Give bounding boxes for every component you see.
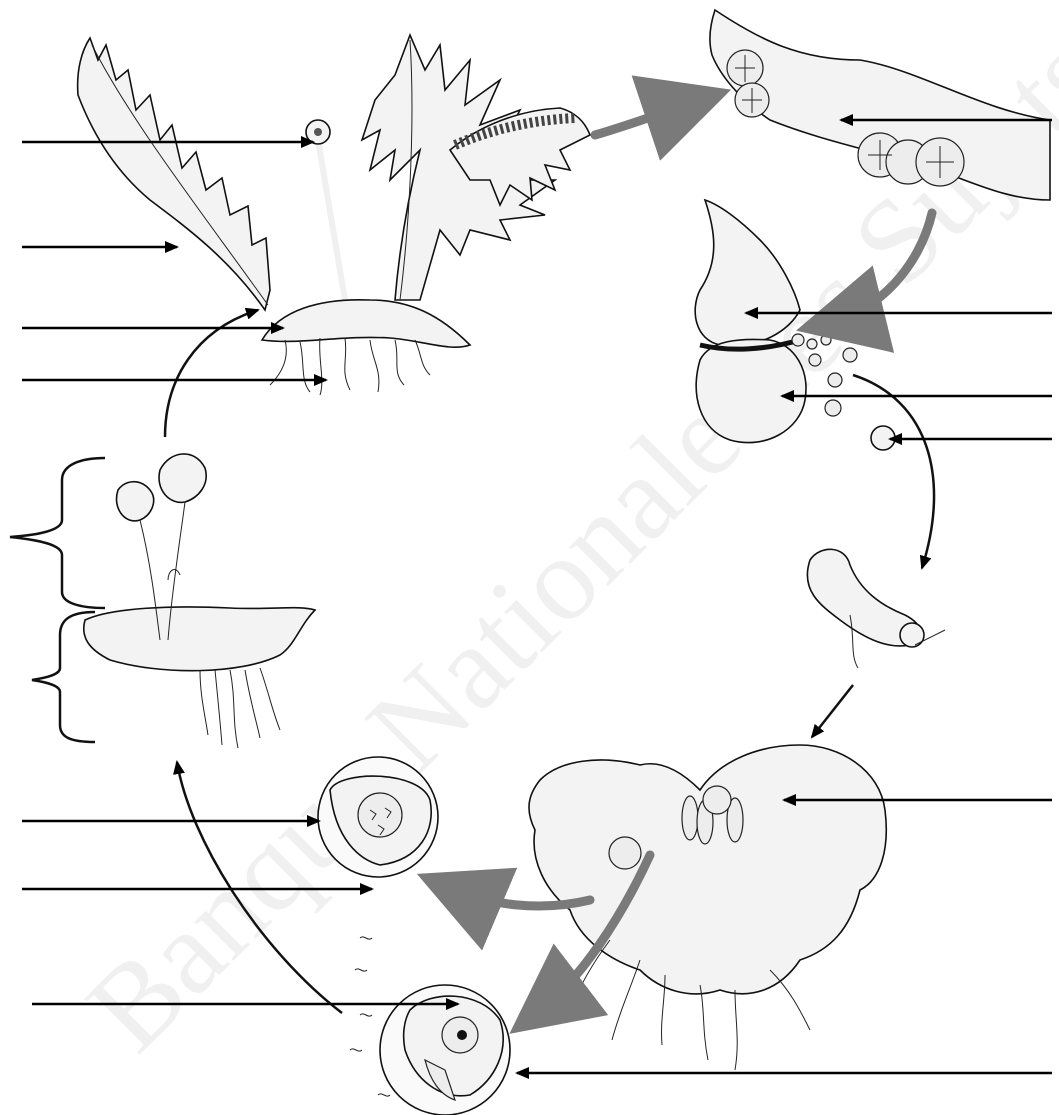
antheridium-closeup [318,757,438,877]
dehiscing-sporangium [695,200,895,450]
young-sporophyte [84,454,315,748]
fern-roots [270,338,430,395]
rhizome [262,300,470,347]
adult-fern [78,35,590,395]
germinating-spore [807,549,945,668]
bracket-young-sporophyte [10,458,105,608]
sorus-closeup [710,10,1050,200]
crosier-stalk-inner [318,140,345,300]
mature-prothallus [529,745,886,1070]
sporophyte-roots [200,668,280,748]
antheridium-spot [609,837,641,869]
